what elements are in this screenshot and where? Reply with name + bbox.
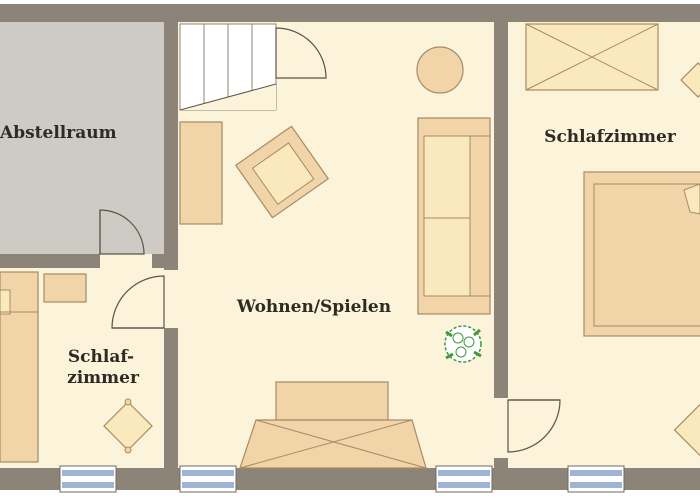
armchair-bedroom — [673, 403, 700, 457]
door-storage — [99, 209, 145, 255]
storage-room-floor — [0, 22, 164, 254]
window-living-right — [435, 465, 493, 493]
sofa — [417, 117, 491, 315]
stool — [103, 398, 153, 454]
wardrobe — [525, 23, 659, 91]
door-right-bedroom — [507, 399, 561, 453]
small-bedroom-label-line1: Schlaf- — [68, 347, 134, 367]
storage-room-label: Abstellraum — [0, 123, 117, 143]
door-small-bedroom — [111, 275, 165, 329]
doorway-small-bedroom — [164, 270, 178, 328]
doorway-right-bedroom — [494, 398, 508, 458]
right-bedroom-label: Schlafzimmer — [544, 127, 677, 147]
single-bed — [0, 271, 39, 463]
window-right-bedroom — [567, 465, 625, 493]
round-table — [416, 46, 464, 94]
plant-icon — [444, 325, 482, 363]
double-bed — [583, 171, 700, 337]
staircase — [179, 23, 277, 111]
doorway-storage — [100, 254, 152, 268]
window-small-bedroom — [59, 465, 117, 493]
living-room-label: Wohnen/Spielen — [236, 297, 391, 317]
armchair-living — [234, 125, 330, 219]
fireplace — [239, 381, 427, 469]
window-living-left — [179, 465, 237, 493]
nightstand-top — [680, 62, 700, 98]
small-desk — [43, 273, 87, 303]
sideboard — [179, 121, 223, 225]
door-stairwell — [275, 27, 327, 79]
small-bedroom-label-line2: zimmer — [67, 368, 140, 388]
